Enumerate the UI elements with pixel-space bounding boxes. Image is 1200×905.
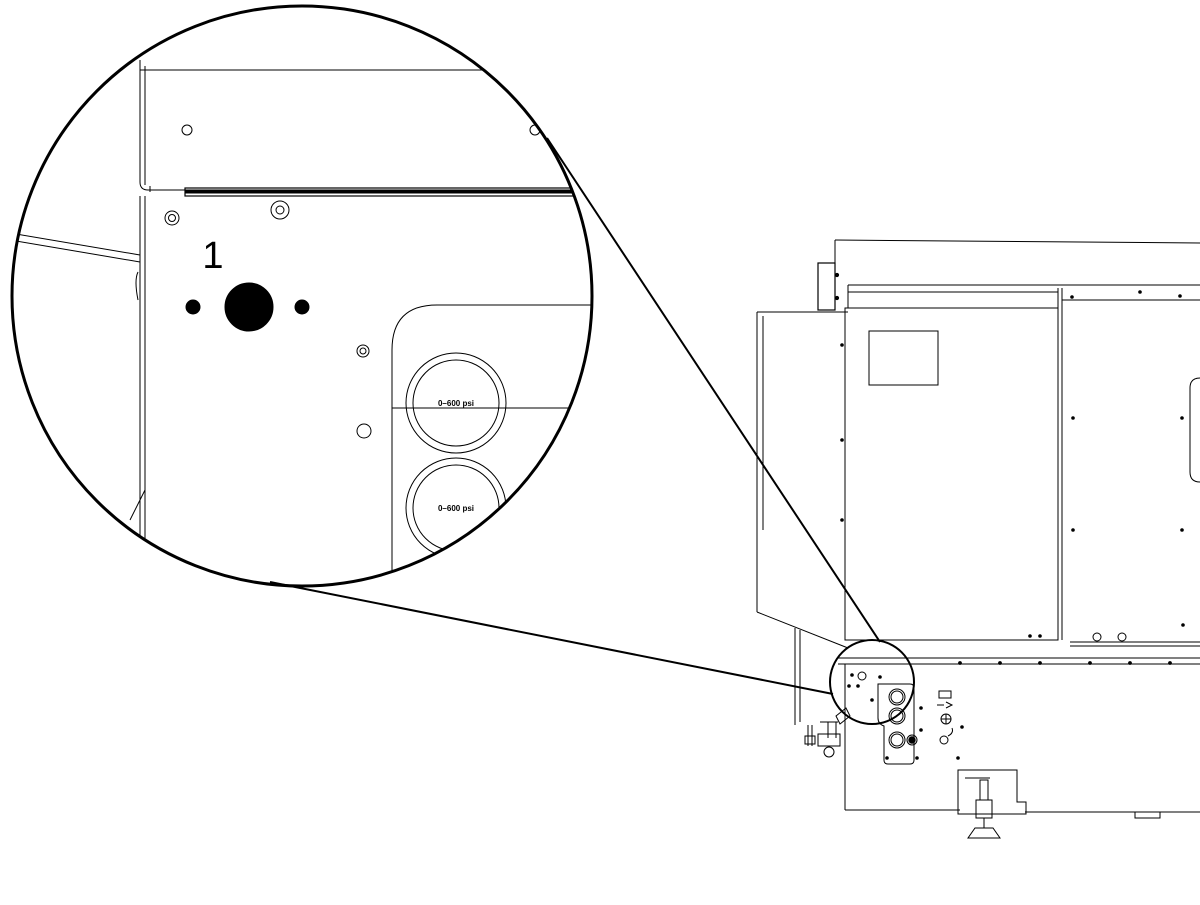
magnified-detail [12, 60, 592, 586]
mounting-hole-right [294, 299, 310, 315]
gauge-2-label: 0–600 psi [438, 504, 474, 513]
gauge-1-label: 0–600 psi [438, 399, 474, 408]
machine-leveling-foot [957, 769, 1027, 839]
zoom-source-circle [829, 639, 915, 725]
machine-base [838, 657, 1200, 819]
machine-pipe-fittings [804, 707, 851, 758]
mounting-hole-left [185, 299, 201, 315]
callout-number: 1 [202, 235, 223, 277]
machine-assembly [756, 239, 1200, 839]
machine-control-symbols [937, 690, 964, 760]
machine-label-plate [868, 330, 939, 386]
magnifier-leader-lines [269, 137, 881, 695]
port-hole [224, 282, 274, 332]
magnifier-circle [10, 4, 594, 588]
machine-gauge-panel [847, 671, 923, 765]
machine-front-panel [840, 307, 1059, 641]
machine-right-enclosure [1062, 290, 1200, 647]
gauge-1-inner [412, 359, 500, 447]
gauge-1-outer [405, 352, 507, 454]
machine-side-door [756, 311, 849, 725]
